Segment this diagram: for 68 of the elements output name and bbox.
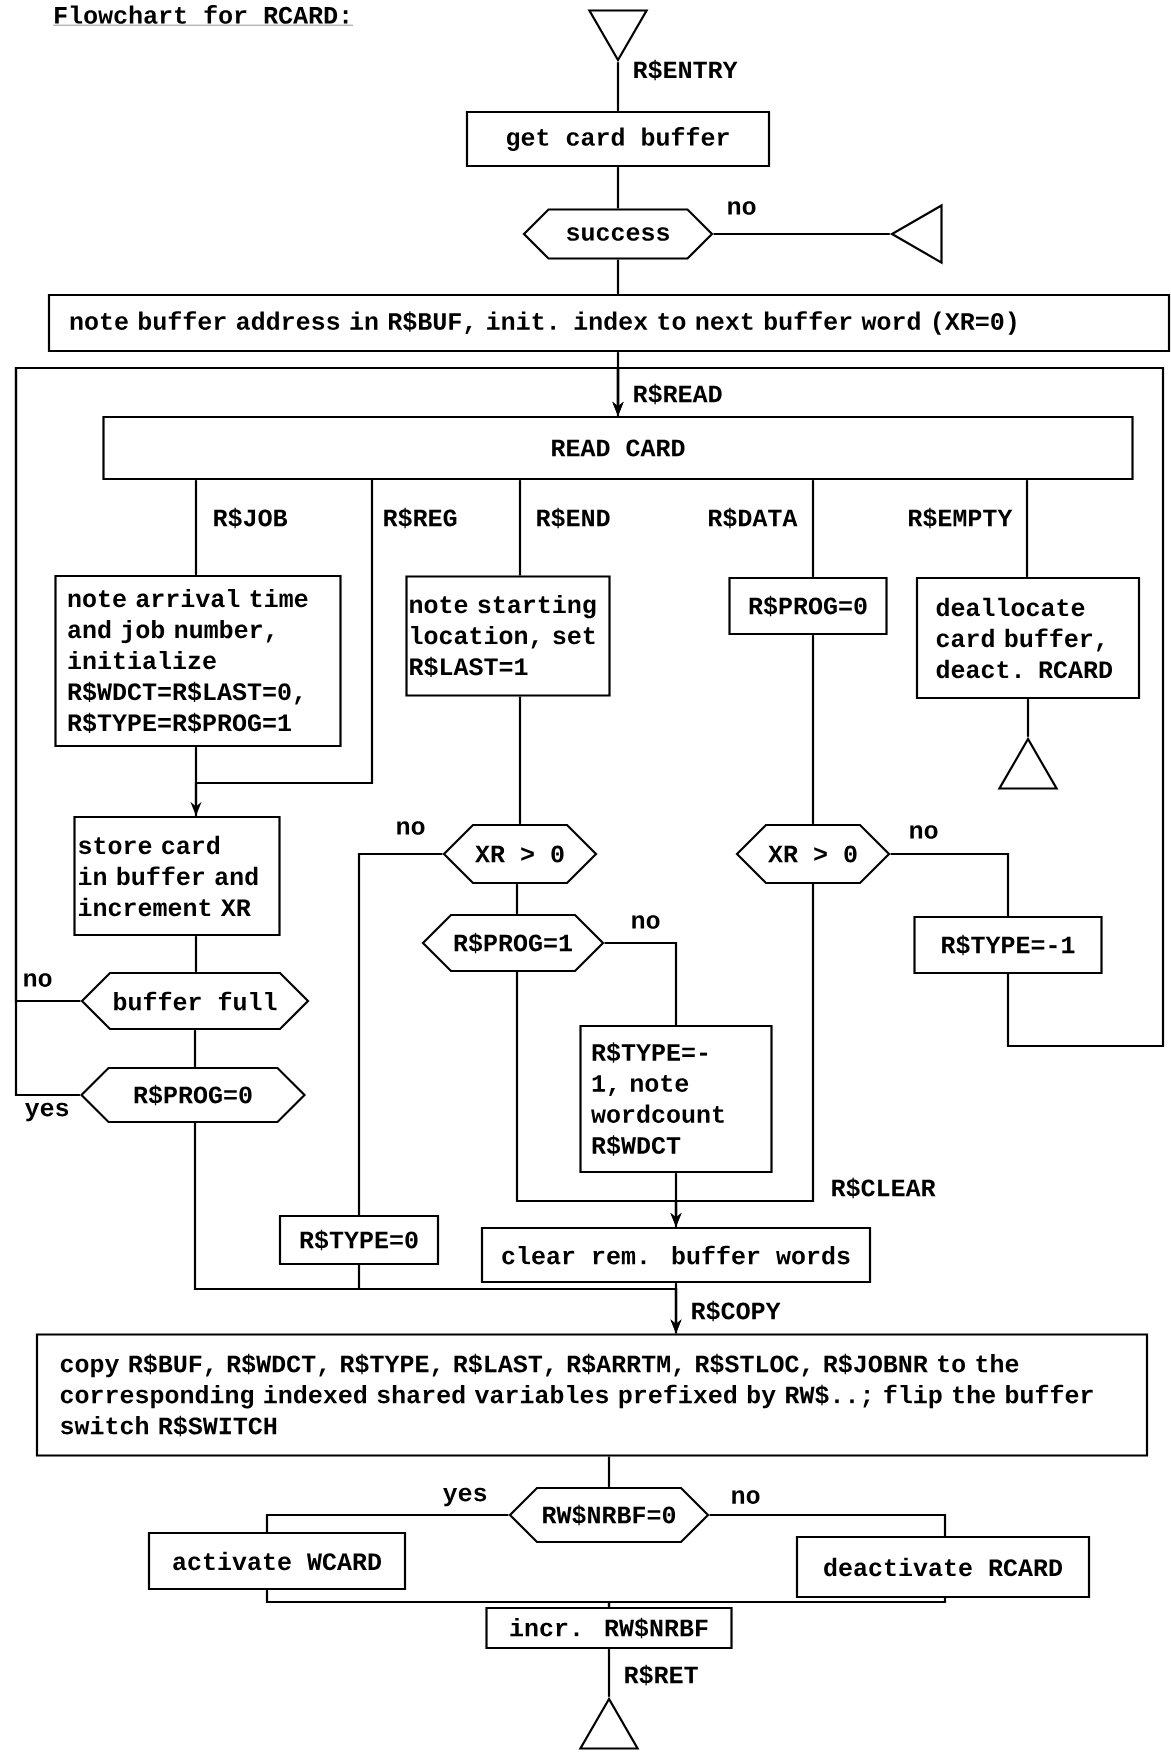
connector-line — [616, 62, 620, 111]
process-box: copy R$BUF, R$WDCT, R$TYPE, R$LAST, R$ARRTM, R$STLOC, R$JOBNR to the corresponding indexed shared variables prefixed by RW$..; flip the buffer switch R$SWITCH — [35, 1333, 1149, 1457]
process-box: incr. RW$NRBF — [485, 1606, 733, 1650]
edge-label: no — [629, 913, 663, 931]
edge-label: R$RET — [622, 1663, 701, 1687]
connector-line — [193, 1030, 197, 1067]
decision-hexagon: success — [522, 208, 714, 260]
connector-line — [607, 1598, 947, 1607]
connector-line — [674, 1173, 678, 1227]
process-box: deallocate card buffer, deact. RCARD — [915, 576, 1141, 700]
process-box: R$TYPE=-1, note wordcount R$WDCT — [579, 1024, 773, 1174]
process-box: deactivate RCARD — [795, 1535, 1091, 1599]
decision-hexagon: XR > 0 — [735, 823, 891, 885]
connector-line — [616, 259, 620, 294]
process-box: R$PROG=0 — [728, 576, 888, 636]
connector-line — [890, 852, 1010, 916]
edge-label: no — [21, 971, 55, 989]
process-box: store card in buffer and increment XR — [73, 815, 281, 937]
decision-hexagon: R$PROG=0 — [79, 1066, 307, 1124]
connector-line — [265, 1513, 509, 1532]
edge-label: yes — [23, 1101, 72, 1123]
title: Flowchart for RCARD: — [52, 5, 354, 26]
connector-line — [194, 480, 198, 575]
edge-label: no — [729, 1488, 763, 1506]
edge-label: R$DATA — [705, 506, 799, 530]
edge-label: R$READ — [631, 382, 725, 406]
process-box: note arrival time and job number, initialize R$WDCT=R$LAST=0, R$TYPE=R$PROG=1 — [54, 574, 342, 748]
connector-line — [518, 480, 522, 576]
connector-line — [674, 1283, 678, 1334]
connector-line — [616, 352, 620, 416]
decision-hexagon: RW$NRBF=0 — [508, 1486, 710, 1544]
connector-line — [1026, 699, 1030, 737]
edge-label: no — [394, 819, 428, 837]
connector-line — [616, 167, 620, 209]
process-box: note starting location, set R$LAST=1 — [405, 575, 611, 697]
process-box: note buffer address in R$BUF, init. index to next buffer word (XR=0) — [47, 293, 1171, 353]
connector-line — [194, 936, 198, 972]
process-box: READ CARD — [102, 415, 1134, 481]
connector-line — [713, 232, 890, 236]
process-box: activate WCARD — [147, 1531, 407, 1591]
connector-line — [357, 852, 443, 1215]
edge-label: R$ENTRY — [631, 58, 740, 82]
connector-line — [604, 941, 678, 1025]
edge-label: no — [725, 199, 759, 217]
edge-label: no — [907, 823, 941, 841]
connector-line — [1025, 480, 1029, 577]
decision-hexagon: R$PROG=1 — [421, 913, 605, 973]
edge-label: yes — [441, 1486, 490, 1508]
edge-label: R$END — [534, 506, 613, 530]
edge-label: R$JOB — [211, 506, 290, 530]
connector-line — [518, 696, 522, 824]
edge-label: R$REG — [381, 506, 460, 530]
connector-line — [194, 747, 198, 816]
edge-label: R$COPY — [689, 1299, 783, 1323]
connector-line — [515, 884, 519, 914]
connector-line — [709, 1513, 947, 1536]
process-box: R$TYPE=0 — [278, 1214, 440, 1266]
decision-hexagon: buffer full — [80, 971, 310, 1031]
connector-line — [811, 480, 815, 577]
edge-label: R$CLEAR — [829, 1176, 938, 1200]
connector-line — [607, 1649, 611, 1697]
connector-line — [811, 635, 815, 824]
edge-label: R$EMPTY — [905, 506, 1014, 530]
process-box: clear rem. buffer words — [480, 1226, 872, 1284]
connector-line — [607, 1456, 611, 1487]
decision-hexagon: XR > 0 — [442, 823, 598, 885]
process-box: get card buffer — [465, 110, 771, 168]
process-box: R$TYPE=-1 — [913, 915, 1103, 975]
